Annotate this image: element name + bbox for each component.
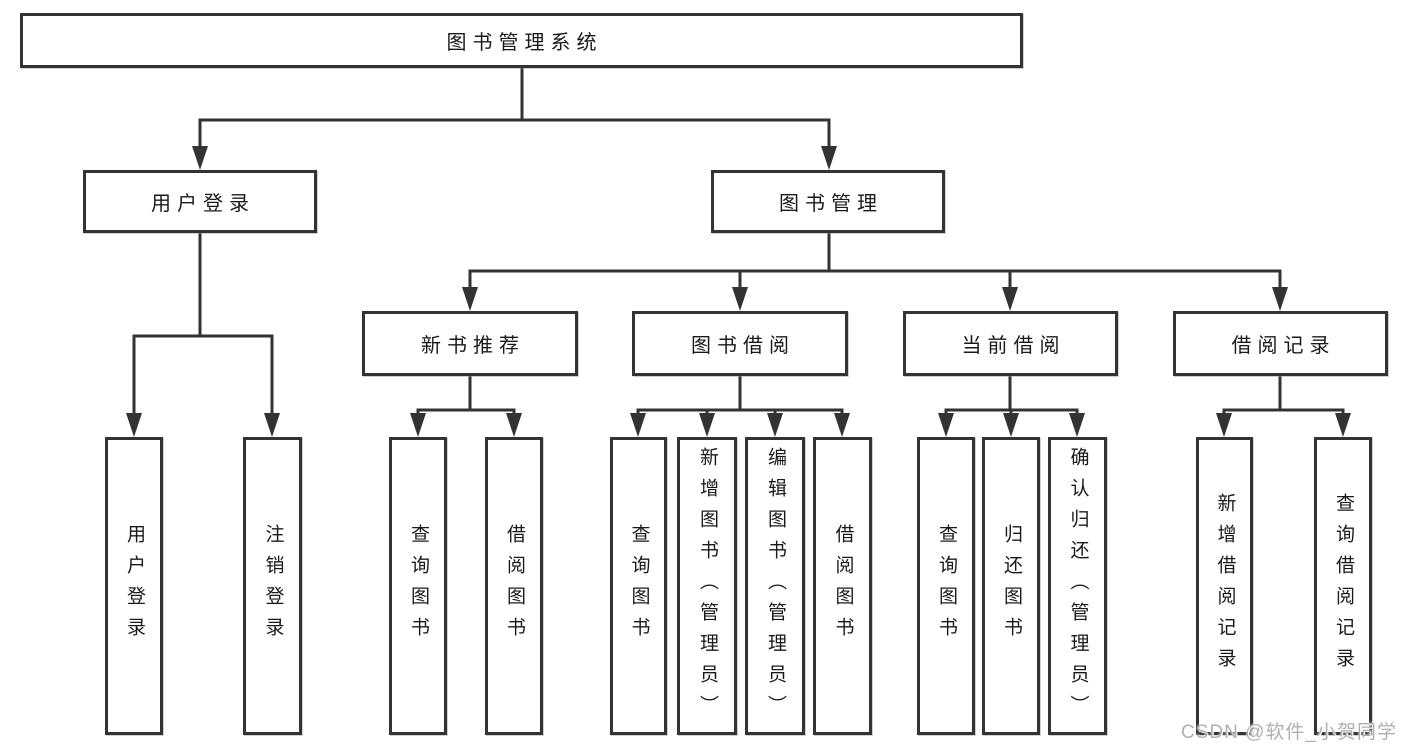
leaf-logout: 注销登录 — [243, 437, 302, 735]
leaf-borrow-edit-book-admin: 编辑图书（管理员） — [745, 437, 805, 735]
leaf-recommend-borrow-book: 借阅图书 — [485, 437, 543, 735]
leaf-borrow-add-book-admin: 新增图书（管理员） — [677, 437, 737, 735]
leaf-recommend-query-book: 查询图书 — [389, 437, 447, 735]
node-library-system: 图书管理系统 — [20, 13, 1023, 68]
leaf-current-return-book: 归还图书 — [982, 437, 1040, 735]
node-book-management: 图书管理 — [711, 170, 945, 233]
leaf-borrow-query-book: 查询图书 — [610, 437, 667, 735]
node-borrow-records: 借阅记录 — [1173, 311, 1388, 376]
leaf-records-add-record: 新增借阅记录 — [1196, 437, 1253, 735]
leaf-user-login: 用户登录 — [105, 437, 163, 735]
leaf-current-confirm-return-admin: 确认归还（管理员） — [1048, 437, 1107, 735]
leaf-borrow-borrow-book: 借阅图书 — [813, 437, 872, 735]
node-new-book-recommend: 新书推荐 — [362, 311, 578, 376]
node-user-login: 用户登录 — [83, 170, 317, 233]
node-book-borrow: 图书借阅 — [632, 311, 848, 376]
node-current-borrow: 当前借阅 — [903, 311, 1118, 376]
leaf-current-query-book: 查询图书 — [917, 437, 975, 735]
csdn-watermark: CSDN @软件_小贺同学 — [1181, 722, 1397, 743]
leaf-records-query-record: 查询借阅记录 — [1314, 437, 1372, 735]
